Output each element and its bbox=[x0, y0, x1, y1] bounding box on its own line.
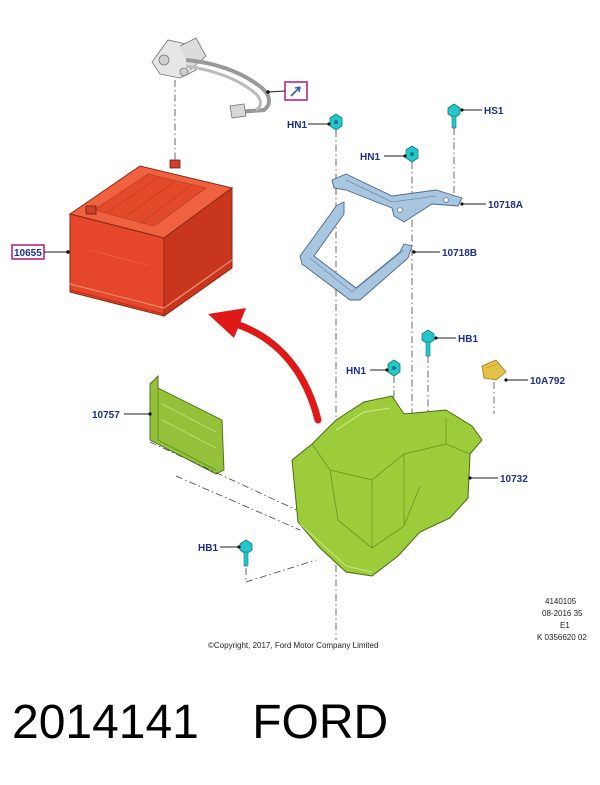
install-direction-arrow bbox=[208, 308, 322, 424]
caption-separator bbox=[199, 696, 252, 749]
bracket-10718a-label: 10718A bbox=[488, 200, 523, 211]
cover-10757 bbox=[149, 374, 225, 475]
cover-10757-label: 10757 bbox=[92, 410, 120, 421]
battery-cable-harness bbox=[151, 37, 271, 119]
product-caption: 2014141 FORD bbox=[12, 688, 592, 758]
battery-tray-10732 bbox=[291, 395, 483, 577]
bolt-hb1-upper bbox=[421, 329, 435, 357]
clip-10a792-label: 10A792 bbox=[530, 376, 565, 387]
nut-hn1-middle bbox=[405, 145, 419, 163]
tray-10732-label: 10732 bbox=[500, 474, 528, 485]
exploded-parts-diagram: 10655 HN1 HS1 HN1 10718A bbox=[11, 37, 587, 650]
pointer-arrow-icon bbox=[290, 86, 301, 97]
meta-line-4: K 0356620 02 bbox=[537, 633, 587, 642]
battery-label: 10655 bbox=[14, 248, 42, 259]
battery bbox=[68, 159, 234, 317]
nut-hn1-lower bbox=[387, 359, 401, 377]
meta-line-1: 4140105 bbox=[545, 597, 577, 606]
bracket-10718b-label: 10718B bbox=[442, 248, 477, 259]
nut-hn1-lower-label: HN1 bbox=[346, 366, 366, 377]
brand-name: FORD bbox=[252, 696, 389, 749]
meta-line-3: E1 bbox=[560, 621, 570, 630]
battery-callout: 10655 bbox=[11, 244, 70, 260]
bolt-hb1-upper-label: HB1 bbox=[458, 334, 478, 345]
screw-hs1-label: HS1 bbox=[484, 106, 504, 117]
bolt-hb1-lower-label: HB1 bbox=[198, 543, 218, 554]
screw-hs1 bbox=[447, 103, 461, 129]
part-number: 2014141 bbox=[12, 696, 199, 749]
nut-hn1-top-label: HN1 bbox=[287, 120, 307, 131]
nut-hn1-top bbox=[329, 113, 343, 131]
bracket-10718a bbox=[331, 173, 463, 223]
copyright-notice: ©Copyright, 2017, Ford Motor Company Lim… bbox=[208, 641, 378, 650]
drawing-metadata: 4140105 08-2016 35 E1 K 0356620 02 bbox=[537, 597, 587, 642]
bracket-10718b bbox=[299, 201, 413, 301]
bolt-hb1-lower bbox=[239, 539, 253, 567]
clip-10a792 bbox=[481, 359, 507, 381]
nut-hn1-middle-label: HN1 bbox=[360, 152, 380, 163]
meta-line-2: 08-2016 35 bbox=[542, 609, 583, 618]
cable-callout bbox=[266, 81, 308, 101]
